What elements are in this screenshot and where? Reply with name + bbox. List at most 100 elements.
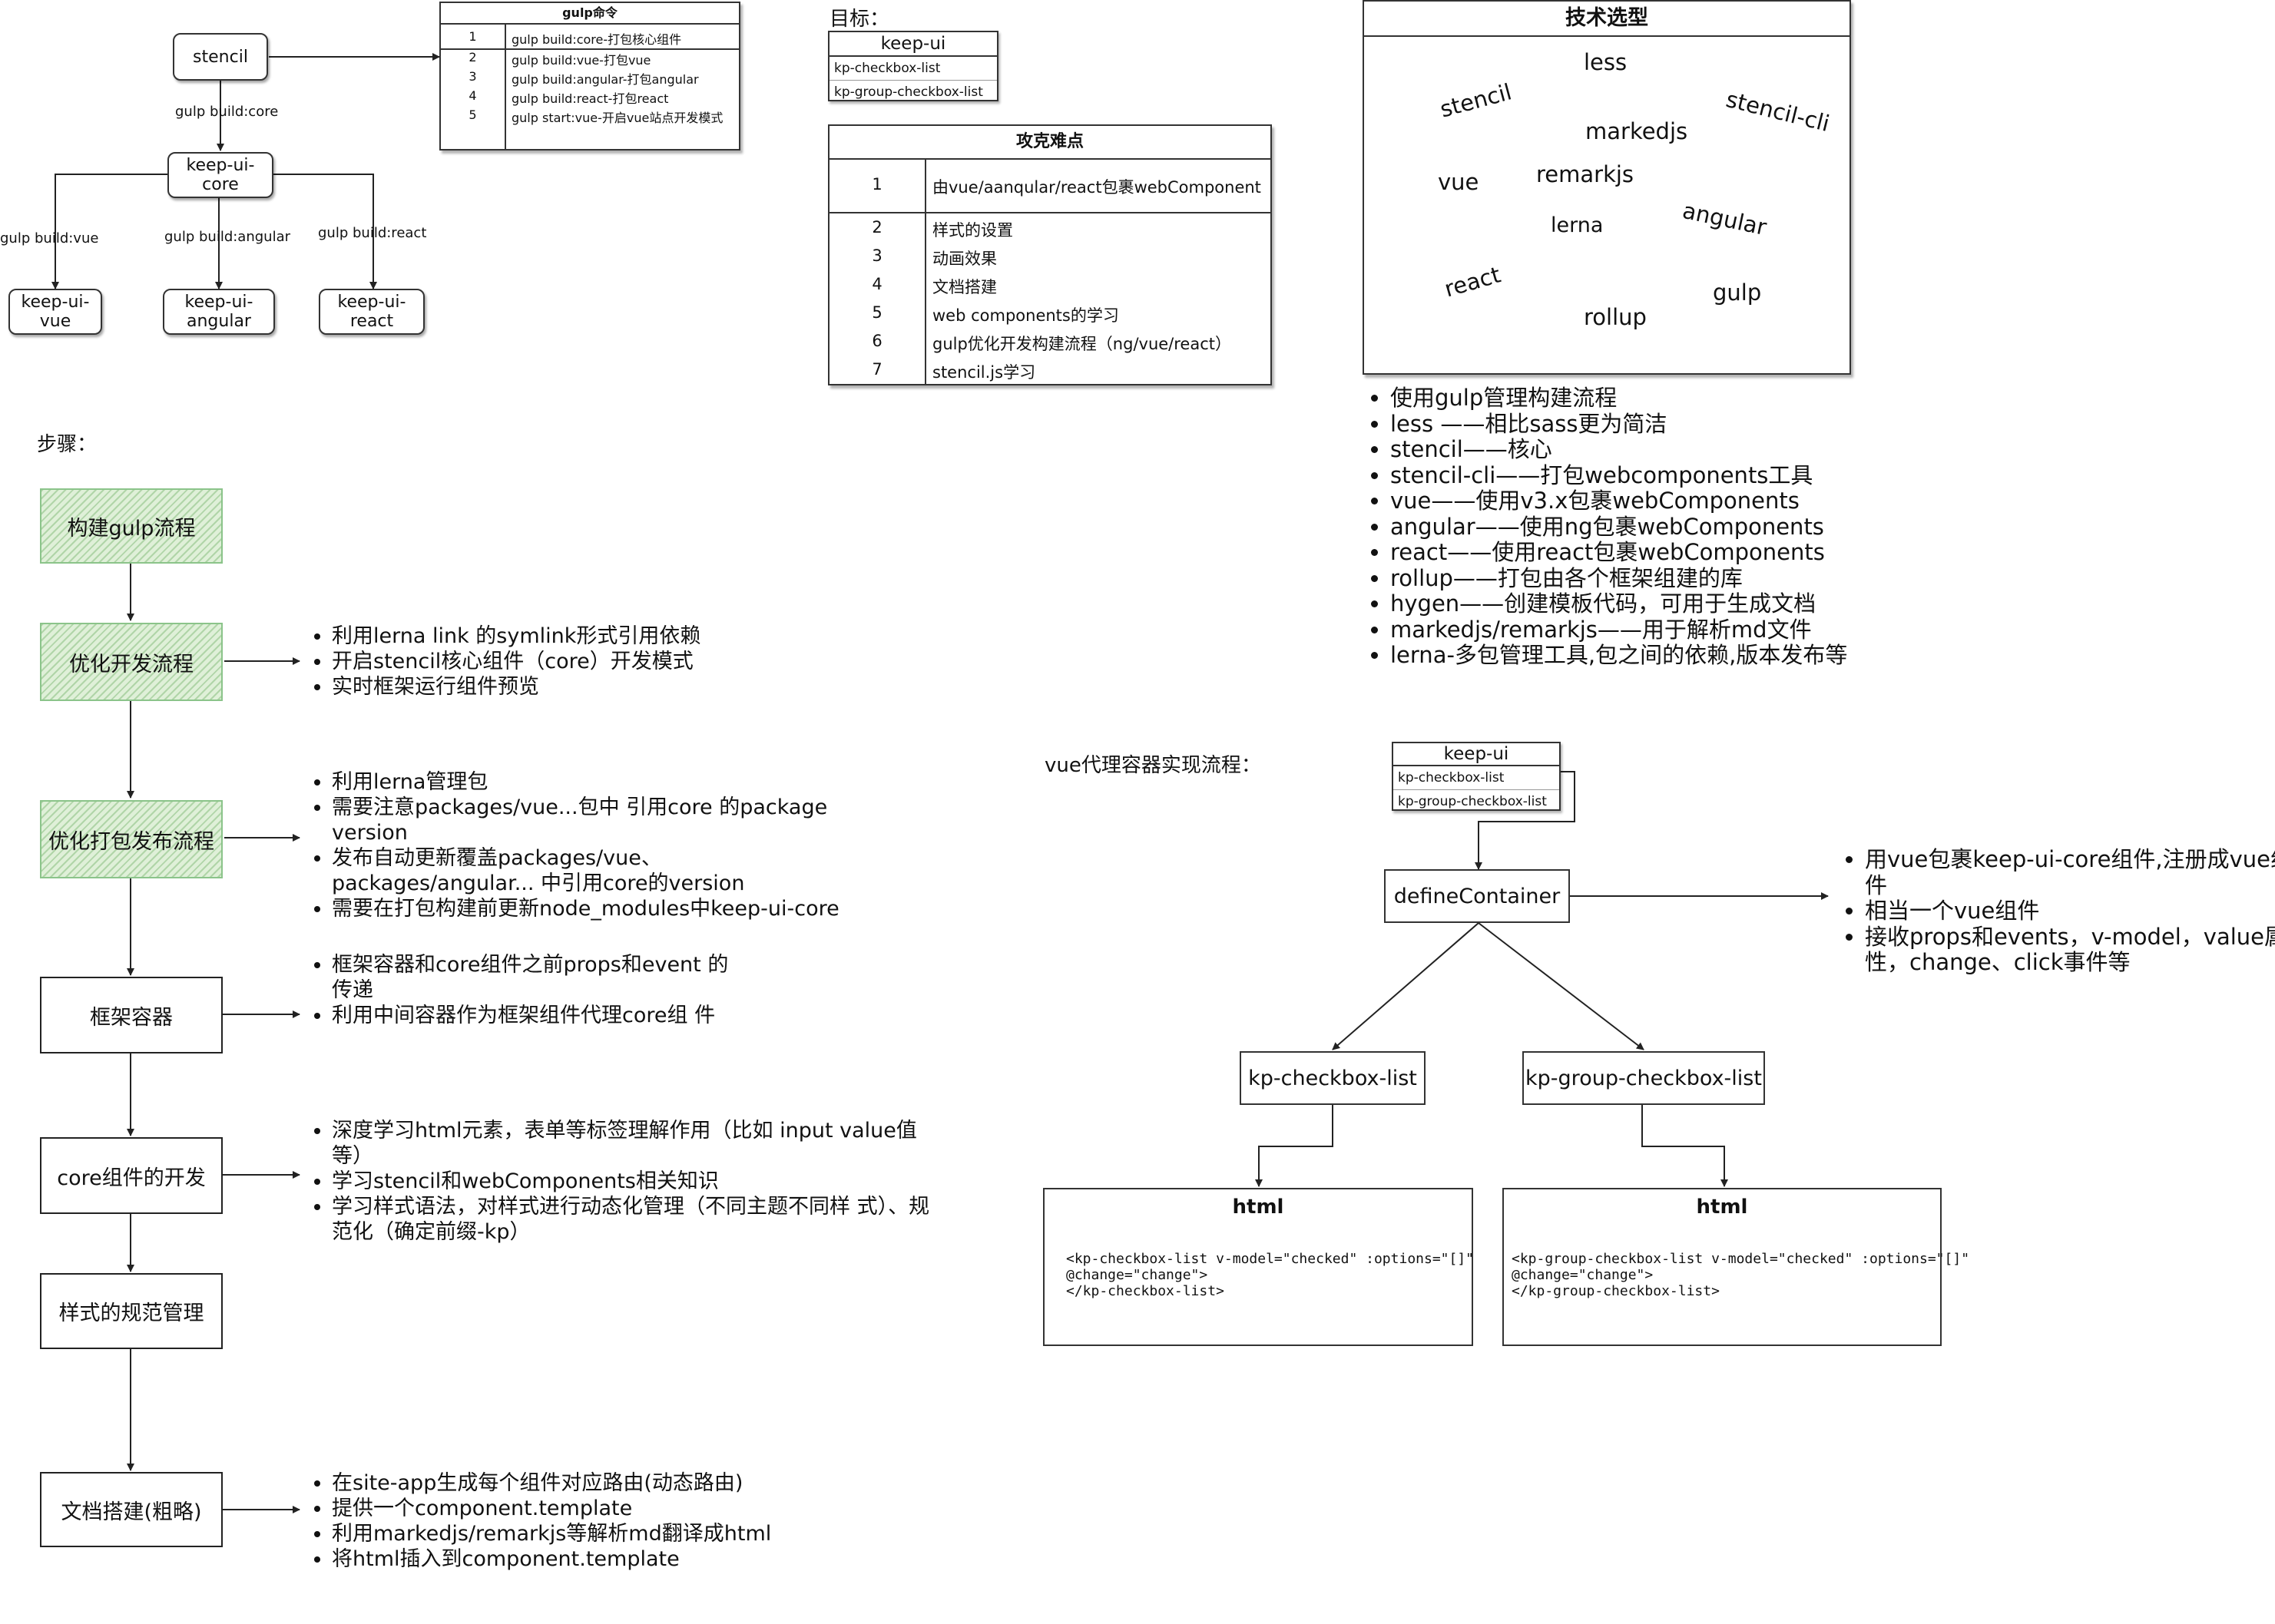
node-keep-ui-angular-label: keep-ui-angular xyxy=(184,293,253,331)
node-keep-ui-react-label: keep-ui-react xyxy=(337,293,406,331)
tech-word-markedjs: markedjs xyxy=(1585,118,1688,144)
step-notes: 利用lerna link 的symlink形式引用依赖开启stencil核心组件… xyxy=(304,623,731,700)
target-item: kp-group-checkbox-list xyxy=(834,84,983,100)
tech-word-stencil-cli: stencil-cli xyxy=(1723,85,1833,137)
node-define-container: defineContainer xyxy=(1384,869,1570,923)
tech-bullet-item: vue——使用v3.x包裹webComponents xyxy=(1390,488,2250,514)
step-title: 构建gulp流程 xyxy=(67,516,196,541)
html-panel-right-title: html xyxy=(1696,1196,1748,1219)
step-box: 框架容器 xyxy=(40,977,223,1053)
tech-word-less: less xyxy=(1584,49,1628,75)
node-define-container-label: defineContainer xyxy=(1393,884,1561,908)
steps-label: 步骤： xyxy=(37,433,98,456)
tech-bullet-item: hygen——创建模板代码，可用于生成文档 xyxy=(1390,590,2250,617)
step-note: 提供一个component.template xyxy=(332,1496,916,1521)
target-label: 目标： xyxy=(830,8,890,31)
step-notes: 利用lerna管理包需要注意packages/vue...包中 引用core 的… xyxy=(304,769,862,921)
difficulty-row-number: 3 xyxy=(872,246,883,265)
tech-word-remarkjs: remarkjs xyxy=(1536,161,1634,187)
step-note: 利用lerna link 的symlink形式引用依赖 xyxy=(332,623,731,649)
gulp-table-row-number: 5 xyxy=(469,107,477,122)
tech-bullet-item: angular——使用ng包裹webComponents xyxy=(1390,514,2250,541)
target-keep-ui-box: keep-ui kp-checkbox-list kp-group-checkb… xyxy=(828,31,998,101)
gulp-table-row-command: gulp build:vue-打包vue xyxy=(512,53,651,68)
step-note: 利用markedjs/remarkjs等解析md翻译成html xyxy=(332,1521,916,1546)
difficulty-row-text: 由vue/aanqular/react包裹webComponent xyxy=(932,178,1261,197)
html-panel-right: html <kp-group-checkbox-list v-model="ch… xyxy=(1502,1188,1969,1346)
vue-proxy-keep-ui-box: keep-ui kp-checkbox-list kp-group-checkb… xyxy=(1392,742,1561,811)
step-box: 文档搭建(粗略) xyxy=(40,1472,223,1547)
gulp-table-row-command: gulp build:core-打包核心组件 xyxy=(512,32,682,47)
difficulty-row-text: 样式的设置 xyxy=(932,221,1013,240)
step-note: 开启stencil核心组件（core）开发模式 xyxy=(332,649,731,674)
edge-label-build-react: gulp build:react xyxy=(318,225,427,241)
difficulty-row-text: 动画效果 xyxy=(932,250,997,268)
tech-bullet-item: less ——相比sass更为简洁 xyxy=(1390,411,2250,438)
difficulties-title: 攻克难点 xyxy=(830,126,1270,160)
table-divider xyxy=(505,25,506,149)
node-stencil-label: stencil xyxy=(193,47,248,67)
step-note: 学习样式语法，对样式进行动态化管理（不同主题不同样 式）、规范化（确定前缀-kp… xyxy=(332,1194,939,1245)
difficulty-row-text: stencil.js学习 xyxy=(932,363,1036,382)
tech-bullet-item: stencil-cli——打包webcomponents工具 xyxy=(1390,462,2250,489)
step-box: 优化打包发布流程 xyxy=(40,800,223,878)
gulp-table-title: gulp命令 xyxy=(441,3,739,25)
step-note: 需要注意packages/vue...包中 引用core 的package ve… xyxy=(332,795,862,845)
gulp-table-row-number: 2 xyxy=(469,50,477,64)
tech-word-vue: vue xyxy=(1438,169,1479,195)
vue-proxy-keep-ui-title: keep-ui xyxy=(1393,743,1559,766)
tech-word-gulp: gulp xyxy=(1713,279,1762,306)
step-note: 需要在打包构建前更新node_modules中keep-ui-core xyxy=(332,896,862,921)
difficulty-row-text: web components的学习 xyxy=(932,306,1119,325)
step-title: 优化打包发布流程 xyxy=(48,829,214,854)
node-keep-ui-core-label: keep-ui-core xyxy=(186,156,255,194)
step-note: 深度学习html元素，表单等标签理解作用（比如 input value值 等） xyxy=(332,1118,939,1169)
step-title: 框架容器 xyxy=(90,1005,173,1030)
table-divider xyxy=(830,212,1270,213)
step-title: 文档搭建(粗略) xyxy=(61,1500,202,1524)
define-container-note: 用vue包裹keep-ui-core组件,注册成vue组件 xyxy=(1865,846,2275,898)
node-keep-ui-angular: keep-ui-angular xyxy=(163,289,275,335)
node-kp-checkbox-list: kp-checkbox-list xyxy=(1240,1051,1426,1105)
step-note: 框架容器和core组件之前props和event 的传递 xyxy=(332,952,731,1003)
node-kp-group-checkbox-list: kp-group-checkbox-list xyxy=(1522,1051,1765,1105)
node-keep-ui-react: keep-ui-react xyxy=(319,289,425,335)
difficulty-row-number: 7 xyxy=(872,360,883,379)
gulp-table-row-number: 1 xyxy=(469,29,477,44)
tech-selection-title: 技术选型 xyxy=(1364,2,1849,37)
tech-bullet-item: 使用gulp管理构建流程 xyxy=(1390,385,2250,412)
vue-proxy-label: vue代理容器实现流程： xyxy=(1045,754,1261,777)
edge-label-build-vue: gulp build:vue xyxy=(0,230,99,246)
tech-bullet-item: markedjs/remarkjs——用于解析md文件 xyxy=(1390,617,2250,643)
html-panel-left: html <kp-checkbox-list v-model="checked"… xyxy=(1043,1188,1475,1346)
difficulty-row-number: 6 xyxy=(872,332,883,350)
node-keep-ui-core: keep-ui-core xyxy=(167,152,273,198)
step-note: 学习stencil和webComponents相关知识 xyxy=(332,1169,939,1194)
html-panel-right-code: <kp-group-checkbox-list v-model="checked… xyxy=(1512,1251,1970,1299)
step-notes: 深度学习html元素，表单等标签理解作用（比如 input value值 等）学… xyxy=(304,1118,939,1245)
node-kp-group-checkbox-list-label: kp-group-checkbox-list xyxy=(1525,1066,1762,1090)
difficulty-row-text: 文档搭建 xyxy=(932,278,997,296)
tech-selection-box: 技术选型 less stencil stencil-cli markedjs v… xyxy=(1363,0,1851,375)
gulp-table-row-command: gulp build:react-打包react xyxy=(512,91,669,106)
tech-bullet-item: rollup——打包由各个框架组建的库 xyxy=(1390,565,2250,592)
tech-bullet-item: lerna-多包管理工具,包之间的依赖,版本发布等 xyxy=(1390,642,2250,669)
target-item: kp-checkbox-list xyxy=(830,57,997,81)
edge-label-build-angular: gulp build:angular xyxy=(164,229,291,245)
difficulty-row-number: 2 xyxy=(872,218,883,236)
define-container-note: 接收props和events，v-model，value属性，change、cl… xyxy=(1865,924,2275,976)
edge-core-vue xyxy=(51,174,169,289)
step-notes: 在site-app生成每个组件对应路由(动态路由)提供一个component.t… xyxy=(304,1470,916,1572)
tech-word-stencil: stencil xyxy=(1437,78,1515,123)
define-container-note: 相当一个vue组件 xyxy=(1865,898,2275,924)
tech-word-lerna: lerna xyxy=(1551,213,1604,237)
edge-core-react xyxy=(272,174,377,289)
tech-word-react: react xyxy=(1441,261,1504,303)
difficulty-row-number: 4 xyxy=(872,275,883,293)
html-panel-left-code: <kp-checkbox-list v-model="checked" :opt… xyxy=(1066,1251,1475,1299)
step-box: 构建gulp流程 xyxy=(40,488,223,564)
gulp-command-table: gulp命令 1 gulp build:core-打包核心组件 2 gulp buil… xyxy=(439,2,740,150)
step-note: 实时框架运行组件预览 xyxy=(332,674,731,700)
